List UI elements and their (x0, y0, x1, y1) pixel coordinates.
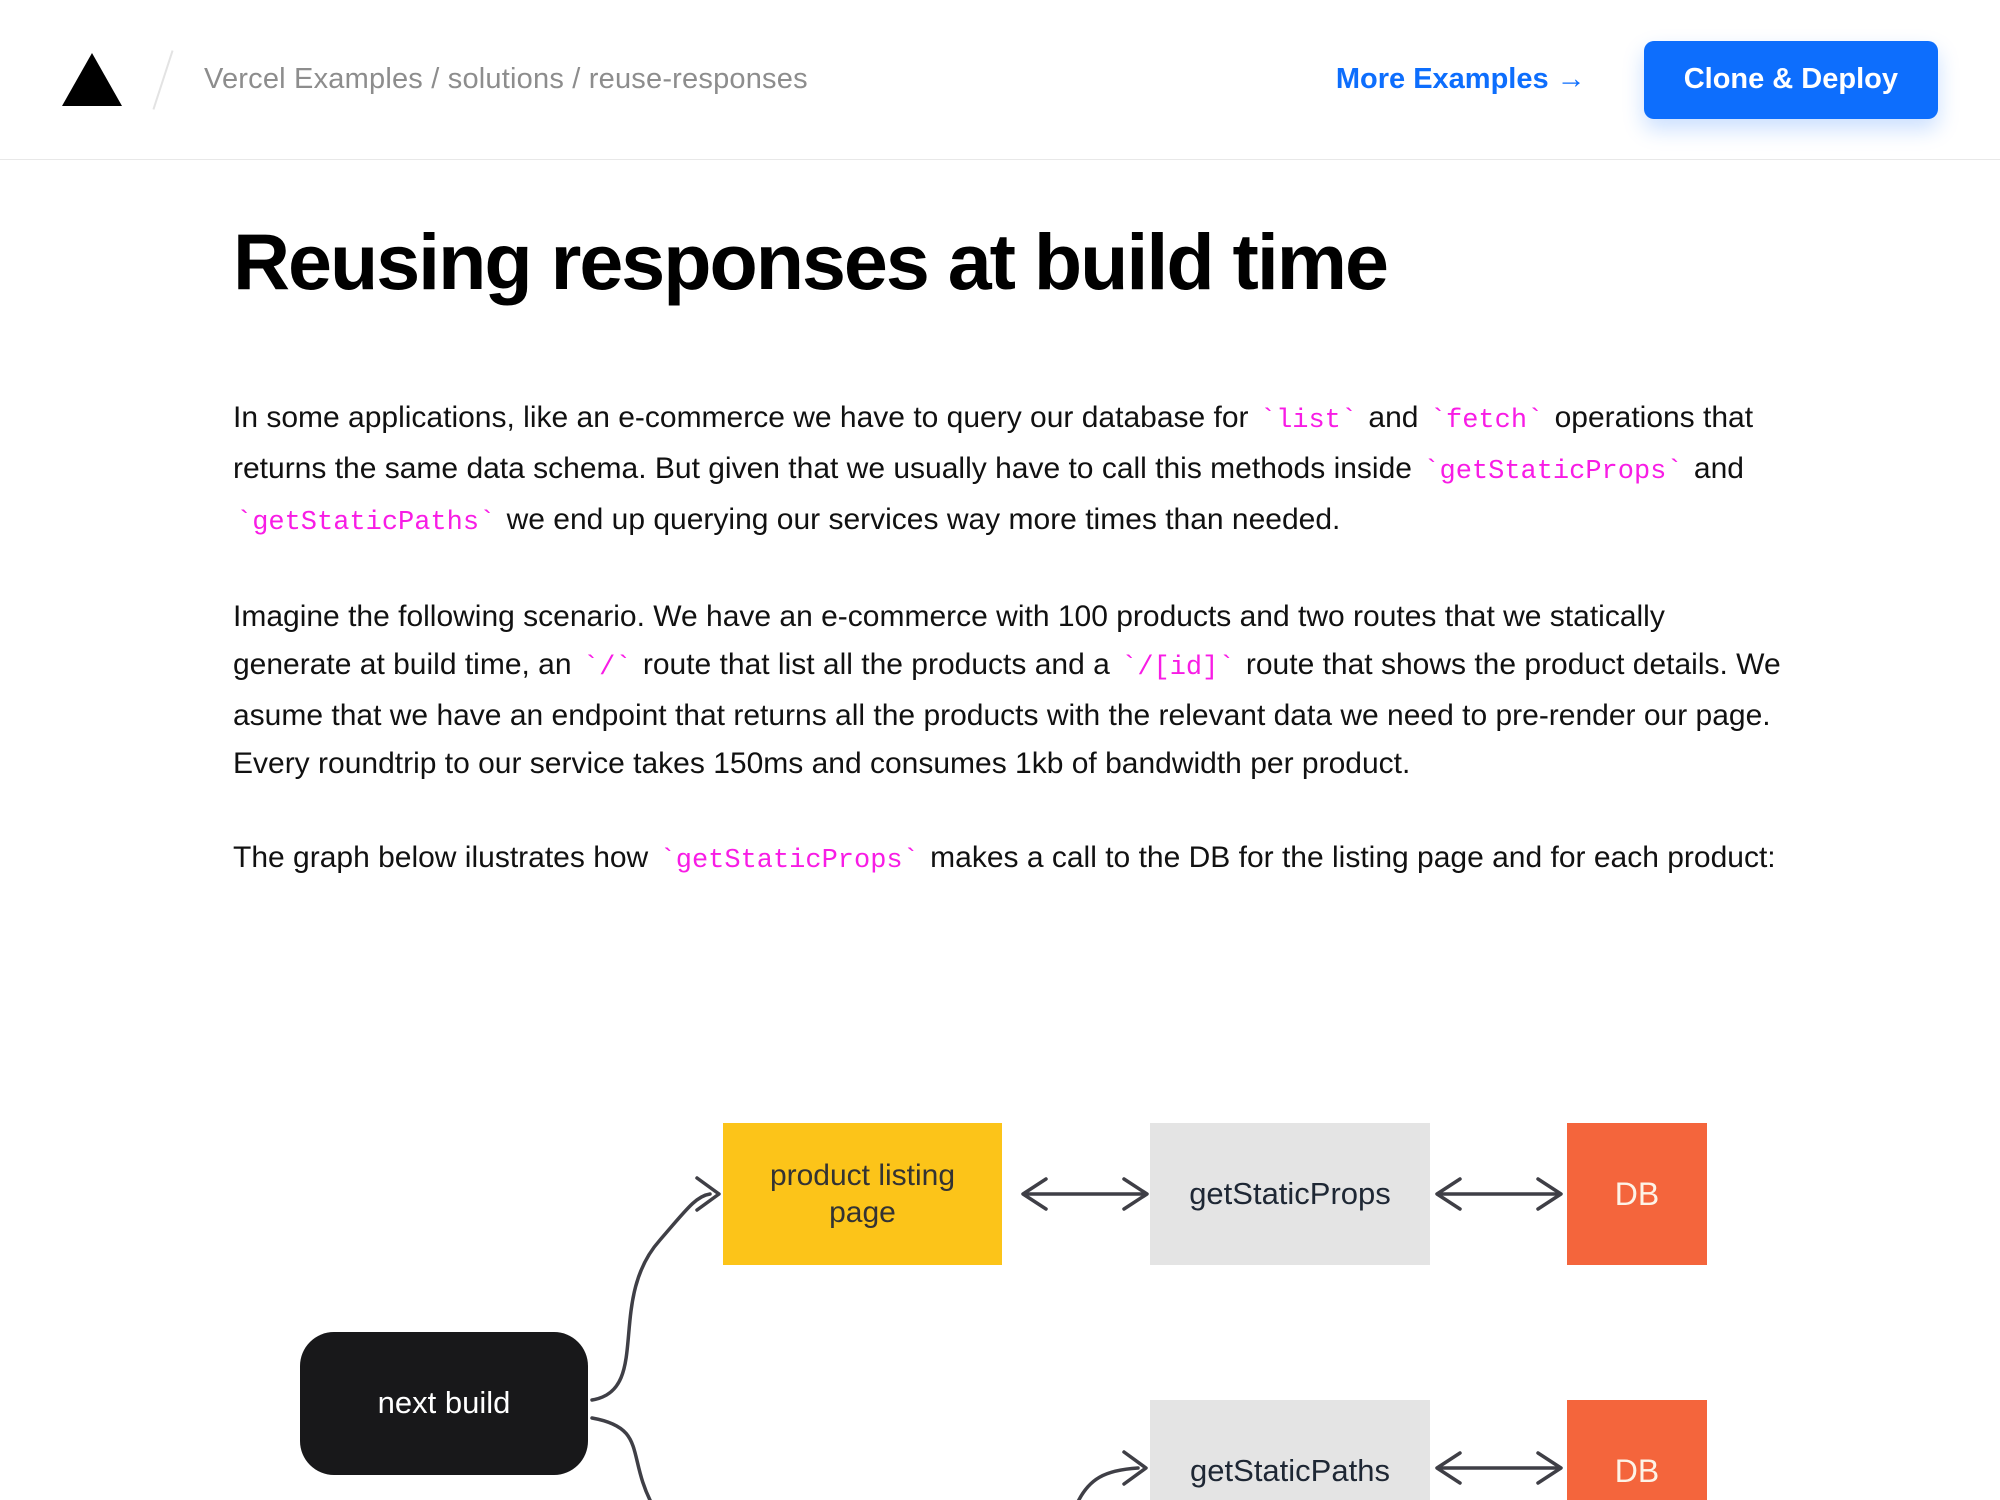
inline-code: `fetch` (1429, 406, 1544, 437)
paragraph-1: In some applications, like an e-commerce… (233, 394, 1789, 547)
inline-code: `getStaticProps` (659, 846, 919, 877)
body-text: we end up querying our services way more… (498, 503, 1341, 537)
inline-code: `getStaticProps` (1423, 457, 1683, 488)
body-text: route that shows the product details. We… (233, 648, 1781, 781)
arrow-build-down (590, 1416, 653, 1500)
arrowhead-left-2 (1435, 1177, 1462, 1211)
body-text: Imagine the following scenario. We have … (233, 600, 1665, 682)
paragraph-2: Imagine the following scenario. We have … (233, 593, 1789, 788)
arrowhead-left-1 (1021, 1177, 1048, 1211)
page-title: Reusing responses at build time (233, 217, 1389, 306)
arrowhead-right-3 (1536, 1451, 1563, 1485)
arrowhead-paths (1122, 1450, 1148, 1486)
body-text: and (1685, 452, 1744, 486)
arrowhead-right-1 (1122, 1177, 1149, 1211)
breadcrumb-separator (152, 49, 174, 110)
diagram-node-getstaticprops: getStaticProps (1150, 1123, 1430, 1265)
diagram-node-getstaticpaths: getStaticPaths (1150, 1400, 1430, 1500)
arrow-build-to-listing (590, 1192, 712, 1402)
inline-code: `list` (1259, 406, 1358, 437)
body-text: route that list all the products and a (634, 648, 1119, 682)
paragraph-3: The graph below ilustrates how `getStati… (233, 834, 1789, 885)
inline-code: `getStaticPaths` (236, 508, 496, 539)
article: Reusing responses at build time In some … (233, 160, 1789, 885)
body-text: The graph below ilustrates how (233, 841, 657, 875)
arrowhead-right-2 (1536, 1177, 1563, 1211)
body-text: and (1360, 401, 1427, 435)
diagram-node-next-build: next build (300, 1332, 588, 1475)
diagram-node-product-listing: product listing page (723, 1123, 1002, 1265)
more-examples-link[interactable]: More Examples → (1335, 63, 1586, 95)
arrow-into-paths (1076, 1466, 1140, 1500)
arrowhead-left-3 (1435, 1451, 1462, 1485)
clone-deploy-button[interactable]: Clone & Deploy (1643, 40, 1938, 119)
body-text: In some applications, like an e-commerce… (233, 401, 1257, 435)
diagram-node-db-top: DB (1567, 1123, 1707, 1265)
breadcrumb: Vercel Examples / solutions / reuse-resp… (204, 63, 808, 95)
inline-code: `/` (582, 653, 632, 684)
diagram-node-db-bottom: DB (1567, 1400, 1707, 1500)
body-text: operations that returns the same data sc… (233, 401, 1754, 486)
vercel-logo-icon[interactable] (62, 53, 122, 106)
header: Vercel Examples / solutions / reuse-resp… (0, 0, 2000, 160)
body-text: makes a call to the DB for the listing p… (921, 841, 1776, 875)
inline-code: `/[id]` (1121, 653, 1235, 684)
arrowhead-listing (695, 1176, 721, 1212)
